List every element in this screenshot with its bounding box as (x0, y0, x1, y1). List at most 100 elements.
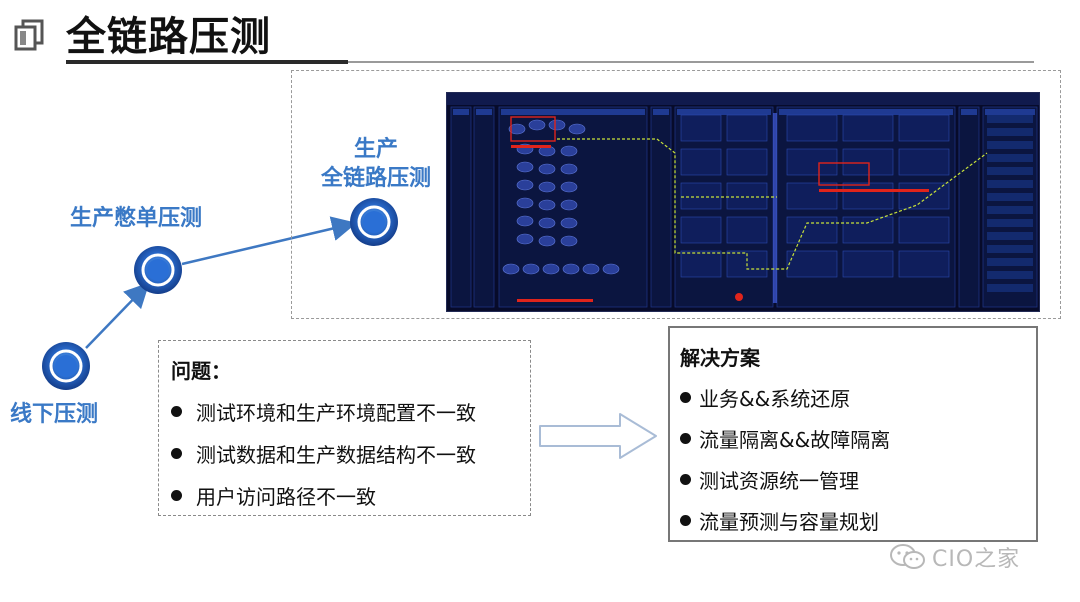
solution-item-text: 流量预测与容量规划 (699, 510, 879, 534)
problem-box: 问题： 测试环境和生产环境配置不一致 测试数据和生产数据结构不一致 用户访问路径… (158, 340, 531, 516)
dash-metric-card (786, 216, 838, 244)
dash-list-row (987, 128, 1033, 136)
bullet-dot-icon (171, 447, 182, 459)
dash-metric-card (726, 114, 768, 142)
watermark: CIO之家 (888, 541, 1020, 573)
dash-service-node (560, 163, 578, 175)
solution-item-text: 测试资源统一管理 (699, 469, 859, 493)
dash-service-node (560, 145, 578, 157)
problem-item: 测试环境和生产环境配置不一致 (171, 390, 530, 432)
bullet-dot-icon (680, 474, 691, 485)
dash-list-row (987, 167, 1033, 175)
solution-item: 业务&&系统还原 (680, 377, 1036, 418)
dash-metric-card (680, 216, 722, 244)
dash-metric-card (898, 250, 950, 278)
solution-item: 流量隔离&&故障隔离 (680, 418, 1036, 459)
right-arrow-icon (539, 413, 657, 459)
dash-metric-card (726, 182, 768, 210)
dash-metric-card (786, 182, 838, 210)
dash-service-node (560, 199, 578, 211)
dash-panel-header (961, 109, 977, 115)
dash-service-node (516, 233, 534, 245)
dash-metric-card (680, 114, 722, 142)
stage-label-offline: 线下压测 (10, 402, 99, 427)
dash-metric-card (898, 148, 950, 176)
dash-service-node (522, 263, 540, 275)
bullet-dot-icon (680, 515, 691, 526)
solution-heading: 解决方案 (680, 346, 760, 370)
watermark-text: CIO之家 (932, 547, 1021, 572)
bullet-dot-icon (171, 489, 182, 501)
dash-panel-header (779, 109, 953, 115)
dash-panel-header (476, 109, 492, 115)
dash-service-node (516, 179, 534, 191)
dashboard-graphic (447, 93, 1039, 308)
dash-service-node (538, 199, 556, 211)
dash-metric-card (726, 216, 768, 244)
dash-service-node (528, 119, 546, 131)
stage-label-prod-line2: 全链路压测 (320, 166, 431, 191)
dash-glow-divider (773, 113, 777, 303)
dash-service-node (538, 235, 556, 247)
dash-service-node (538, 163, 556, 175)
dash-metric-card (786, 250, 838, 278)
dash-metric-card (842, 216, 894, 244)
dash-panel (450, 106, 472, 308)
dash-service-node (502, 263, 520, 275)
dash-service-node (538, 217, 556, 229)
solution-item-text: 流量隔离&&故障隔离 (699, 428, 891, 452)
dash-service-node (568, 123, 586, 135)
dash-panel (650, 106, 672, 308)
dash-list-row (987, 180, 1033, 188)
dash-metric-card (680, 182, 722, 210)
dash-list-row (987, 193, 1033, 201)
dash-panel-header (677, 109, 771, 115)
dash-metric-card (842, 148, 894, 176)
dash-metric-card (786, 114, 838, 142)
dash-trace-path (557, 138, 988, 270)
solution-box: 解决方案 业务&&系统还原 流量隔离&&故障隔离 测试资源统一管理 流量预测与容… (668, 326, 1038, 542)
dash-list-row (987, 245, 1033, 253)
dash-top-bar (447, 93, 1039, 105)
dash-list-row (987, 271, 1033, 279)
problem-heading: 问题： (171, 359, 231, 383)
dash-service-node (548, 119, 566, 131)
slide-logo-icon (14, 19, 44, 51)
bullet-dot-icon (680, 392, 691, 403)
dash-metric-card (680, 148, 722, 176)
dash-service-node (542, 263, 560, 275)
dash-list-row (987, 141, 1033, 149)
dash-panel-header (501, 109, 645, 115)
bullet-dot-icon (171, 405, 182, 417)
dash-metric-card (898, 216, 950, 244)
dash-service-node (538, 181, 556, 193)
dash-panel-header (653, 109, 669, 115)
problem-item-text: 测试数据和生产数据结构不一致 (196, 442, 476, 467)
problem-item: 用户访问路径不一致 (171, 474, 530, 516)
problem-item-text: 测试环境和生产环境配置不一致 (196, 400, 476, 425)
dash-list-row (987, 232, 1033, 240)
dash-panel-header (453, 109, 469, 115)
stage-label-prod: 生产 全链路压测 (306, 135, 446, 193)
dash-list-row (987, 284, 1033, 292)
bullet-dot-icon (680, 433, 691, 444)
dash-metric-card (842, 114, 894, 142)
stage-label-prod-line1: 生产 (353, 137, 398, 162)
dash-list-row (987, 154, 1033, 162)
dash-alert-mark (819, 189, 929, 192)
dash-list-row (987, 258, 1033, 266)
dashboard-screenshot-frame (291, 70, 1061, 319)
dash-alert-mark (511, 145, 551, 148)
solution-item: 测试资源统一管理 (680, 459, 1036, 500)
dash-service-node (560, 235, 578, 247)
stage-node-stress (134, 246, 182, 294)
monitoring-dashboard-image (446, 92, 1040, 312)
dash-service-node (516, 197, 534, 209)
dash-panel (958, 106, 980, 308)
progress-arrow-1 (85, 282, 150, 349)
dash-service-node (562, 263, 580, 275)
solution-item-text: 业务&&系统还原 (699, 387, 851, 411)
dash-alert-dot (735, 293, 743, 301)
dash-metric-card (842, 182, 894, 210)
dash-list-row (987, 115, 1033, 123)
